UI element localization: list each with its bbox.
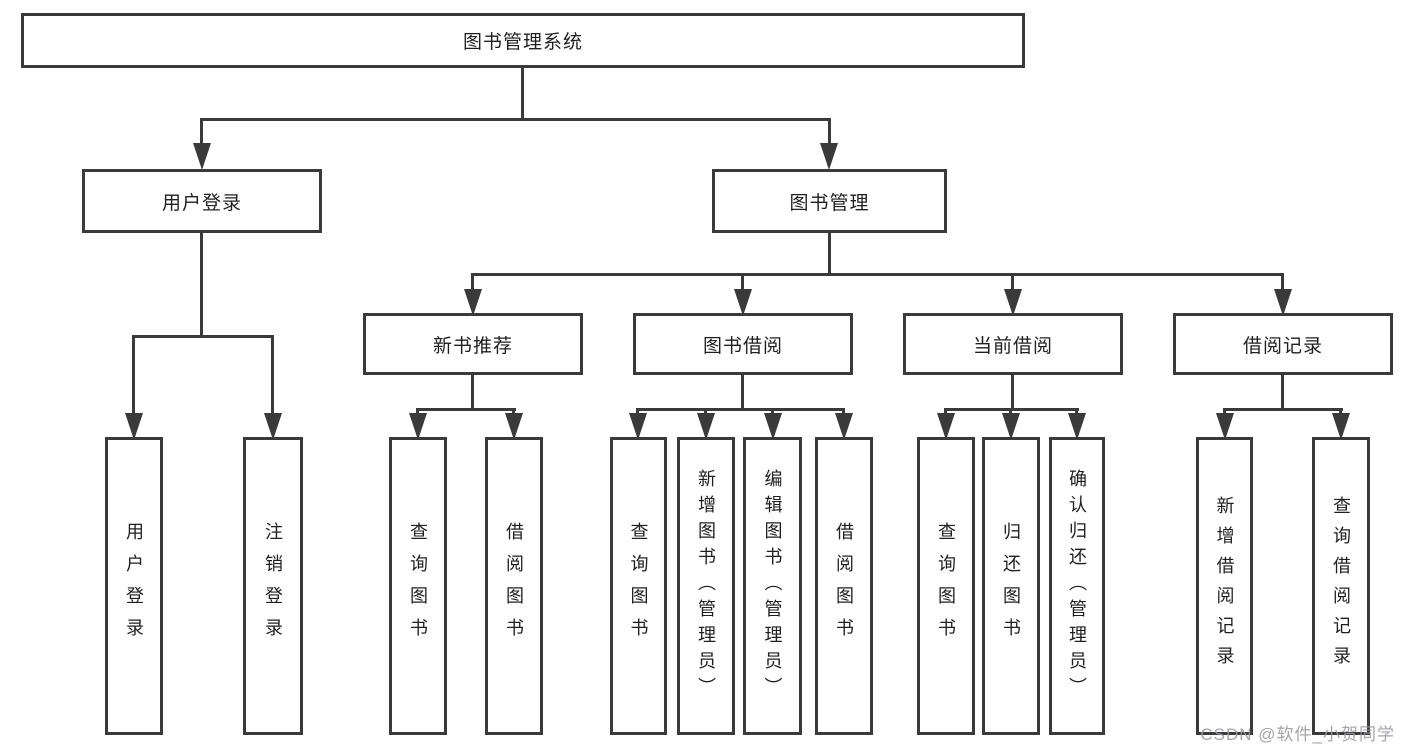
arrow-down-icon (193, 143, 211, 170)
node-leaf-query-borrow-record-label: 查询借阅记录 (1331, 496, 1351, 676)
node-leaf-borrow-book-2: 借阅图书 (815, 437, 873, 735)
edge-user-login-trunk (200, 233, 203, 338)
edge-book-borrow-trunk (741, 375, 744, 411)
node-leaf-logout: 注销登录 (243, 437, 303, 735)
node-borrow-record-label: 借阅记录 (1242, 335, 1323, 357)
arrow-down-icon (820, 143, 838, 170)
edge-book-borrow-split (636, 408, 844, 411)
arrow-down-icon (1216, 413, 1234, 440)
node-leaf-query-book-1-label: 查询图书 (408, 522, 428, 650)
arrow-down-icon (125, 413, 143, 440)
node-leaf-query-book-3: 查询图书 (917, 437, 975, 735)
edge-line (828, 118, 831, 148)
edge-root-trunk (521, 68, 524, 121)
arrow-down-icon (937, 413, 955, 440)
node-current-borrow: 当前借阅 (903, 313, 1123, 375)
arrow-down-icon (835, 413, 853, 440)
node-user-login-label: 用户登录 (161, 192, 242, 214)
edge-new-book-split (416, 408, 516, 411)
node-leaf-user-login: 用户登录 (105, 437, 163, 735)
edge-new-book-trunk (471, 375, 474, 411)
node-book-management-label: 图书管理 (789, 192, 870, 214)
node-leaf-confirm-return-label: 确认归还（管理员） (1067, 469, 1087, 703)
node-leaf-return-book-label: 归还图书 (1001, 522, 1021, 650)
arrow-down-icon (697, 413, 715, 440)
arrow-down-icon (409, 413, 427, 440)
node-book-management: 图书管理 (712, 169, 947, 233)
edge-line (1011, 273, 1014, 293)
node-leaf-query-book-1: 查询图书 (389, 437, 447, 735)
node-leaf-add-borrow-record-label: 新增借阅记录 (1214, 496, 1235, 676)
edge-line (271, 335, 274, 420)
node-leaf-edit-book: 编辑图书（管理员） (743, 437, 802, 735)
edge-level2-split (200, 118, 831, 121)
arrow-down-icon (505, 413, 523, 440)
arrow-down-icon (1002, 413, 1020, 440)
arrow-down-icon (264, 413, 282, 440)
node-leaf-add-book: 新增图书（管理员） (677, 437, 735, 735)
node-leaf-edit-book-label: 编辑图书（管理员） (762, 469, 783, 703)
arrow-down-icon (1274, 289, 1292, 316)
node-leaf-borrow-book-2-label: 借阅图书 (834, 522, 854, 650)
arrow-down-icon (1332, 413, 1350, 440)
node-leaf-user-login-label: 用户登录 (124, 522, 144, 650)
edge-current-borrow-trunk (1011, 375, 1014, 411)
node-user-login: 用户登录 (82, 169, 322, 233)
arrow-down-icon (464, 289, 482, 316)
edge-line (741, 273, 744, 293)
watermark: CSDN @软件_小贺同学 (1200, 725, 1395, 744)
node-borrow-record: 借阅记录 (1173, 313, 1393, 375)
edge-user-login-split (132, 335, 274, 338)
arrow-down-icon (1068, 413, 1086, 440)
edge-borrow-record-split (1223, 408, 1343, 411)
arrow-down-icon (629, 413, 647, 440)
node-leaf-borrow-book-1: 借阅图书 (485, 437, 543, 735)
node-root-label: 图书管理系统 (462, 32, 583, 53)
arrow-down-icon (764, 413, 782, 440)
node-book-borrow-label: 图书借阅 (702, 335, 783, 357)
arrow-down-icon (1004, 289, 1022, 316)
node-leaf-query-book-3-label: 查询图书 (936, 522, 956, 650)
node-leaf-query-book-2: 查询图书 (610, 437, 667, 735)
edge-line (471, 273, 474, 293)
edge-level3-split (471, 273, 1284, 276)
node-root: 图书管理系统 (21, 13, 1025, 68)
node-leaf-add-borrow-record: 新增借阅记录 (1196, 437, 1253, 735)
node-leaf-borrow-book-1-label: 借阅图书 (504, 522, 524, 650)
node-leaf-confirm-return: 确认归还（管理员） (1049, 437, 1105, 735)
node-leaf-query-borrow-record: 查询借阅记录 (1312, 437, 1370, 735)
edge-book-mgmt-trunk (828, 233, 831, 276)
arrow-down-icon (734, 289, 752, 316)
node-leaf-logout-label: 注销登录 (263, 522, 283, 650)
node-current-borrow-label: 当前借阅 (972, 335, 1053, 357)
node-leaf-query-book-2-label: 查询图书 (628, 522, 649, 650)
node-leaf-add-book-label: 新增图书（管理员） (696, 469, 716, 703)
edge-line (200, 118, 203, 148)
node-new-book-recommend: 新书推荐 (363, 313, 583, 375)
node-leaf-return-book: 归还图书 (982, 437, 1040, 735)
edge-line (132, 335, 135, 420)
node-new-book-recommend-label: 新书推荐 (432, 335, 513, 357)
node-book-borrow: 图书借阅 (633, 313, 853, 375)
edge-borrow-record-trunk (1281, 375, 1284, 411)
edge-line (1281, 273, 1284, 293)
